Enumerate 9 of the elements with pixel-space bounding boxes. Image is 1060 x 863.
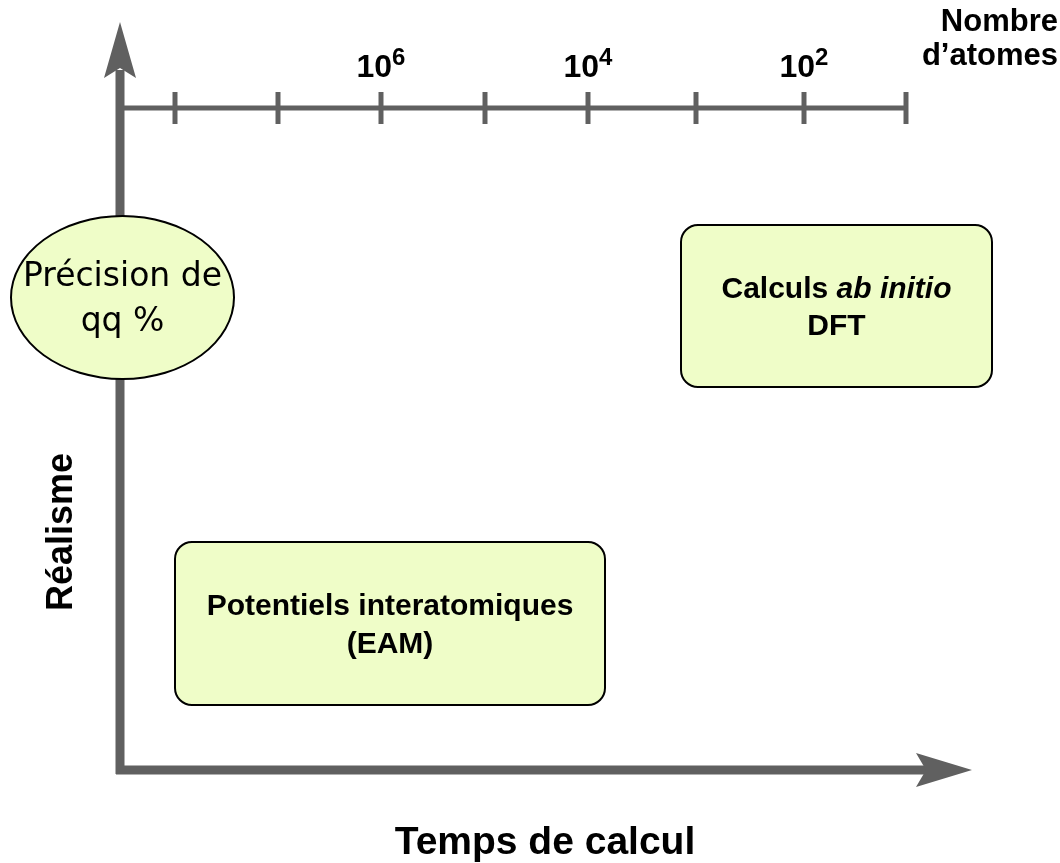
axis-title: Nombre d’atomes (920, 4, 1058, 73)
scale-tick-label: 10$^{2}$ (778, 42, 830, 86)
rounded-box: Calculs ab initio DFT (680, 224, 993, 388)
scale-tick-label: 10$^{6}$ (355, 42, 407, 86)
ellipse-node: Précision de qq % (10, 215, 235, 380)
scale-tick-label: 10$^{4}$ (562, 42, 614, 86)
rounded-box: Potentiels interatomiques (EAM) (174, 541, 606, 706)
axis-title: Temps de calcul (393, 818, 697, 863)
axis-title: Réalisme (38, 451, 81, 614)
